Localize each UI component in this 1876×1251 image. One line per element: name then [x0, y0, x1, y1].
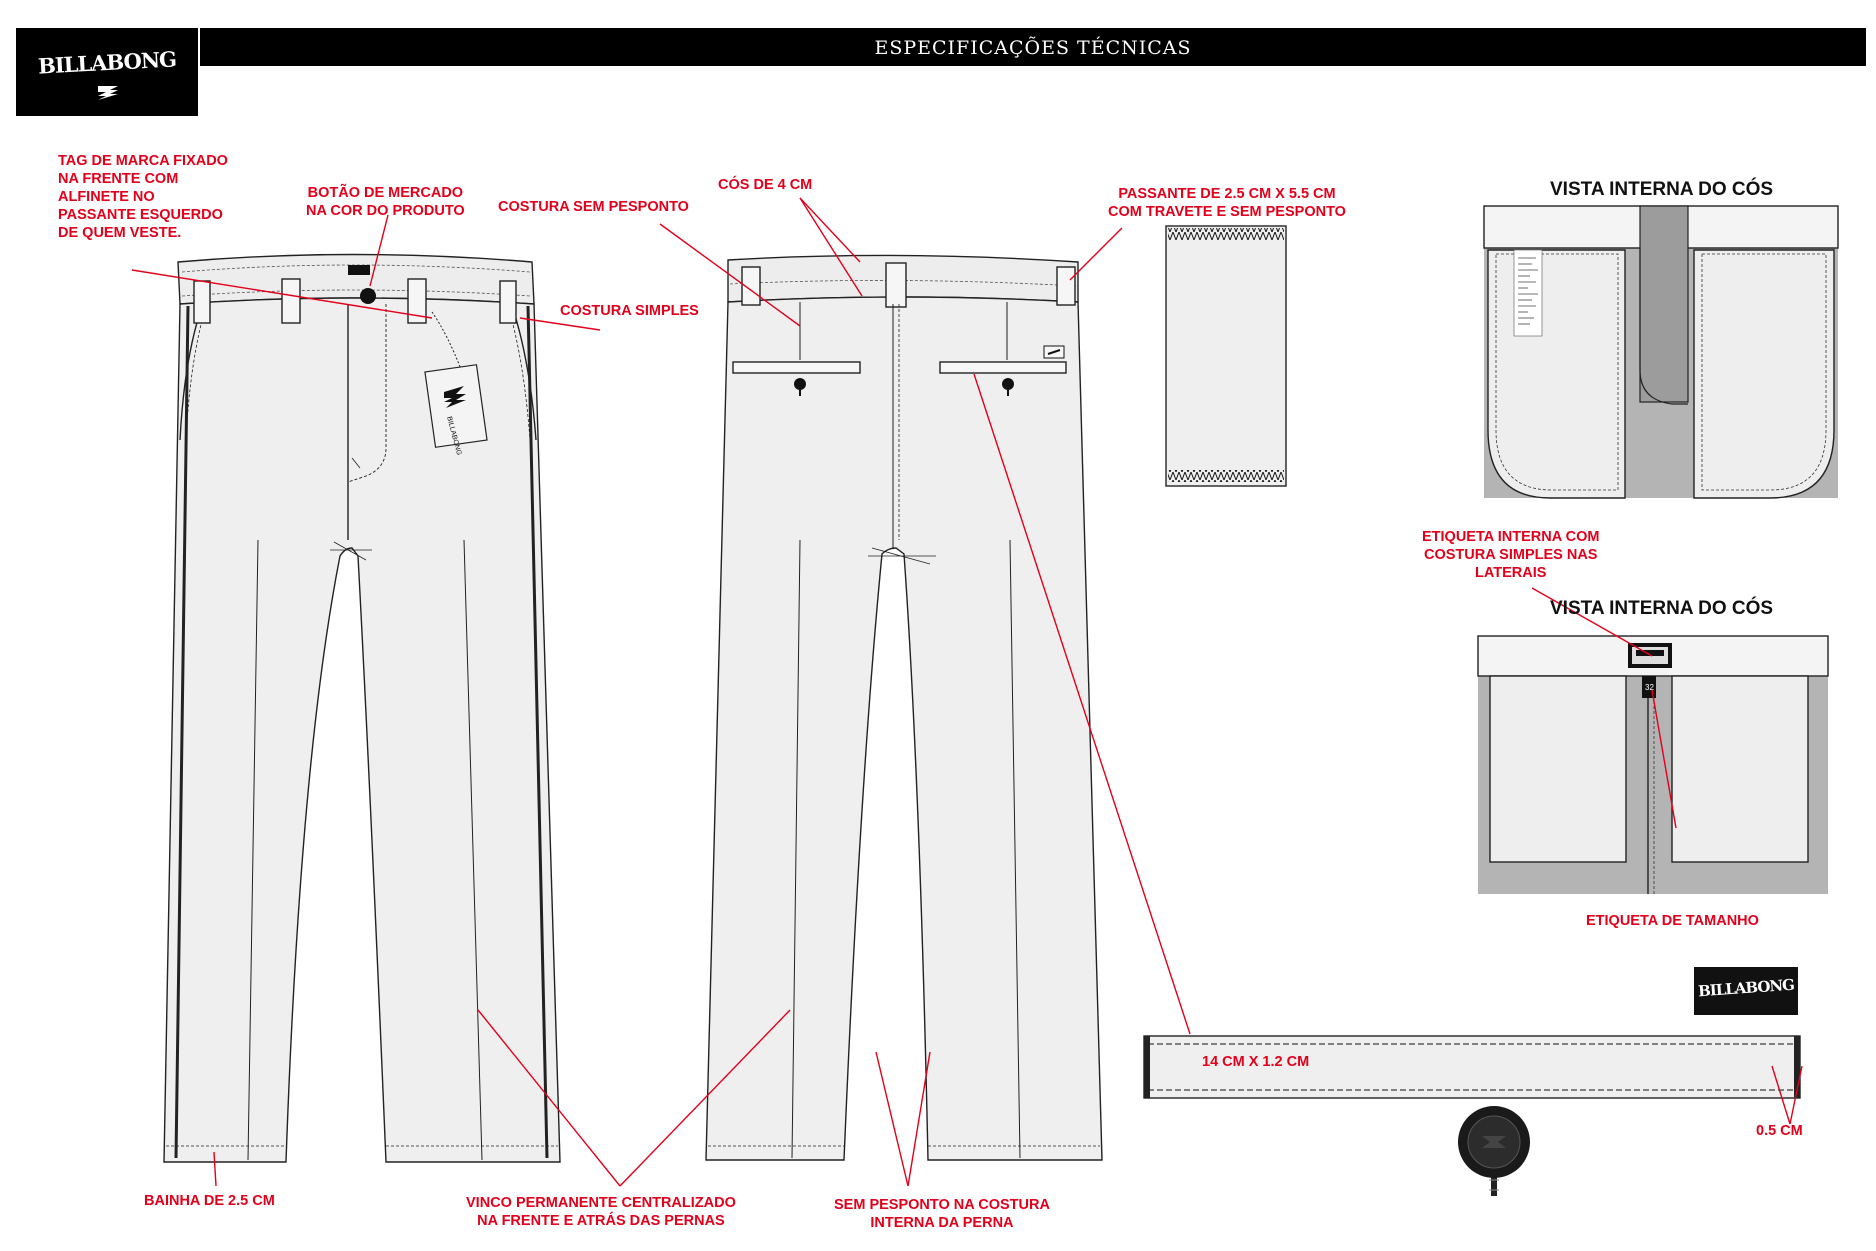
brand-logo-small: BILLABONG: [1694, 967, 1798, 1015]
brand-wordmark-small: BILLABONG: [1697, 975, 1795, 1001]
svg-text:32: 32: [1645, 683, 1654, 692]
leader-lines: [131, 197, 1803, 1187]
belt-loop-detail: [1165, 225, 1287, 487]
button-annotation: BOTÃO DE MERCADO NA COR DO PRODUTO: [306, 185, 465, 219]
inner-label-annotation: ETIQUETA INTERNA COM COSTURA SIMPLES NAS…: [1422, 529, 1600, 581]
belt-loop-annotation: PASSANTE DE 2.5 CM X 5.5 CM COM TRAVETE …: [1108, 186, 1346, 220]
hem-annotation: BAINHA DE 2.5 CM: [144, 1193, 275, 1209]
brand-tag-annotation: TAG DE MARCA FIXADO NA FRENTE COM ALFINE…: [58, 153, 228, 241]
back-pants-drawing: [705, 254, 1103, 1161]
inner-waist-view-title-1: VISTA INTERNA DO CÓS: [1550, 179, 1774, 200]
inner-waist-view-title-2: VISTA INTERNA DO CÓS: [1550, 598, 1774, 619]
size-label-annotation: ETIQUETA DE TAMANHO: [1586, 913, 1759, 929]
page-title: ESPECIFICAÇÕES TÉCNICAS: [200, 28, 1866, 66]
brand-logo: BILLABONG: [16, 28, 198, 116]
strip-size-annotation: 14 CM X 1.2 CM: [1202, 1054, 1310, 1070]
front-button-icon: [348, 265, 376, 304]
strip-detail: [1143, 1035, 1801, 1099]
seam-no-topstitch-annotation: COSTURA SEM PESPONTO: [498, 199, 689, 215]
back-button-icon: [794, 378, 1014, 396]
inner-waistband-view-2: 32: [1477, 635, 1829, 894]
back-brand-flag-icon: [1043, 345, 1065, 359]
crease-annotation: VINCO PERMANENTE CENTRALIZADO NA FRENTE …: [466, 1195, 736, 1229]
inner-waistband-view-1: [1483, 205, 1839, 499]
brand-mark-icon: [98, 86, 118, 100]
front-pants-drawing: [163, 253, 561, 1163]
button-detail-icon: [1458, 1106, 1530, 1196]
strip-margin-annotation: 0.5 CM: [1756, 1123, 1803, 1139]
waistband-annotation: CÓS DE 4 CM: [718, 177, 813, 193]
inseam-annotation: SEM PESPONTO NA COSTURA INTERNA DA PERNA: [834, 1197, 1050, 1231]
simple-seam-annotation: COSTURA SIMPLES: [560, 303, 699, 319]
